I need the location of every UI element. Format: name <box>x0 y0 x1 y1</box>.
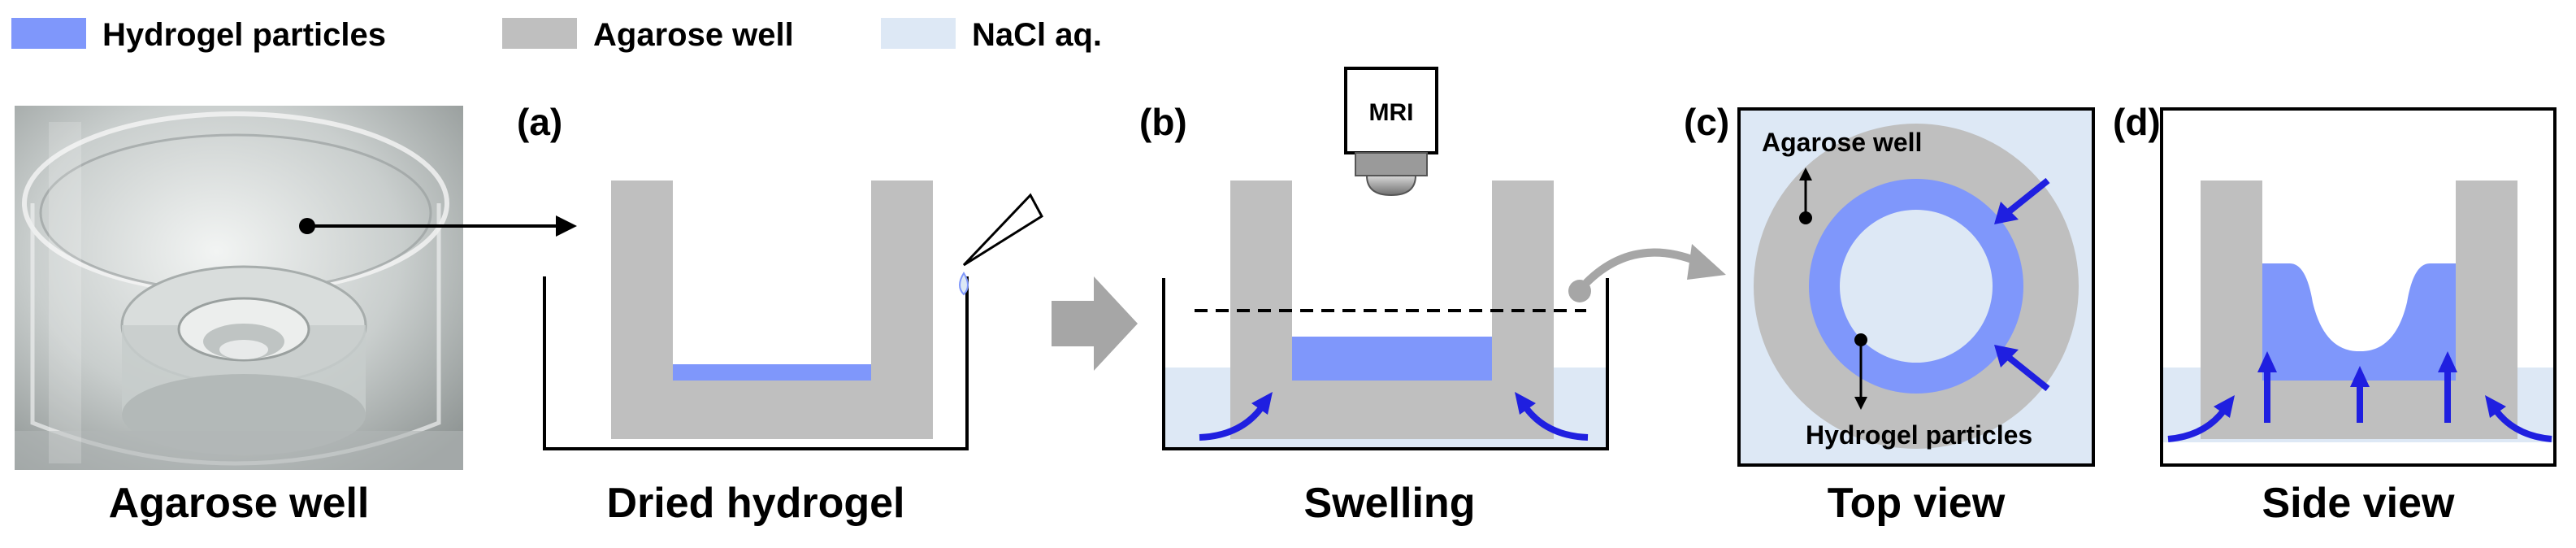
panel-d-swollen-hydrogel <box>2262 263 2456 381</box>
panel-a-container <box>543 276 969 450</box>
panel-c-center <box>1840 210 1993 363</box>
photo-pointer-arrow <box>299 215 577 237</box>
legend: Hydrogel particles Agarose well NaCl aq. <box>11 17 1102 53</box>
panel-d: (d) Side view <box>2113 101 2556 527</box>
caption-side: Side view <box>2262 480 2456 527</box>
panel-c: (c) Agarose well Hydrogel particles Top … <box>1684 101 2095 527</box>
panel-c-agarose-label: Agarose well <box>1762 128 1922 157</box>
legend-label-agarose: Agarose well <box>593 17 794 53</box>
photo-agarose-well <box>15 106 463 470</box>
panel-c-inflow-arrows <box>1994 177 2050 392</box>
panel-a: (a) Dried hydrogel <box>517 101 1043 527</box>
panel-c-label: (c) <box>1684 101 1729 143</box>
legend-swatch-agarose <box>502 18 577 49</box>
panel-b-container <box>1162 278 1609 450</box>
panel-d-upward-arrows <box>2257 351 2457 423</box>
legend-label-nacl: NaCl aq. <box>972 17 1102 53</box>
mri-scanner-icon: MRI <box>1344 67 1438 197</box>
panel-a-label: (a) <box>517 101 562 143</box>
panel-a-dried-hydrogel <box>673 364 871 381</box>
panel-b-label: (b) <box>1139 101 1187 143</box>
panel-b: (b) MRI Swelling <box>1139 67 1609 527</box>
panel-d-label: (d) <box>2113 101 2161 143</box>
panel-b-swollen-hydrogel <box>1292 337 1492 381</box>
caption-dried: Dried hydrogel <box>607 480 905 527</box>
pipette-icon <box>959 193 1043 296</box>
process-arrow <box>1052 276 1138 371</box>
panel-c-hydrogel-label: Hydrogel particles <box>1806 420 2032 450</box>
panel-b-right-flow-arrow <box>1520 401 1589 441</box>
legend-label-hydrogel: Hydrogel particles <box>102 17 386 53</box>
panel-b-left-flow-arrow <box>1199 401 1268 441</box>
caption-photo: Agarose well <box>109 480 370 527</box>
zoom-arrow <box>1568 244 1726 302</box>
caption-swelling: Swelling <box>1304 480 1476 527</box>
panel-a-agarose-well <box>611 180 933 439</box>
caption-top: Top view <box>1828 480 2006 527</box>
legend-swatch-hydrogel <box>11 18 86 49</box>
legend-swatch-nacl <box>881 18 956 49</box>
mri-label: MRI <box>1369 99 1414 126</box>
